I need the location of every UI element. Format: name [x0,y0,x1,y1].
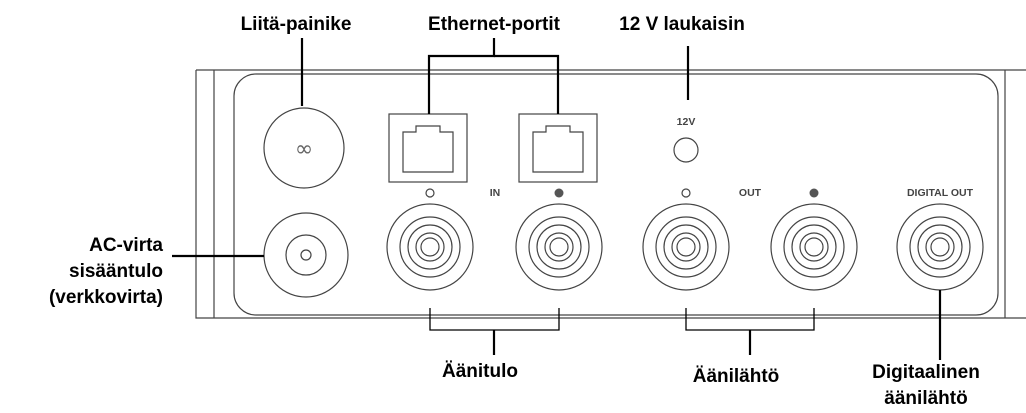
callout-digital-out-line1: Digitaalinen [872,362,980,383]
rca-jack-out-left[interactable] [642,203,730,291]
input-right-marker [554,188,564,198]
callout-audio-out: Äänilähtö [693,366,780,387]
callout-ac-power-line2: sisääntulo [69,261,163,282]
ethernet-port-1[interactable] [388,113,468,183]
input-left-marker [425,188,435,198]
ac-power-inlet[interactable] [263,212,349,298]
callout-digital-out-line2: äänilähtö [884,388,967,409]
rj45-port-icon [402,125,454,173]
output-right-marker [809,188,819,198]
rca-jack-out-right[interactable] [770,203,858,291]
connect-button[interactable]: ∞ [263,107,345,189]
device-body [195,69,1026,319]
callout-ac-power-line3: (verkkovirta) [49,287,163,308]
callout-ac-power-line1: AC-virta [89,235,163,256]
callout-connect-button: Liitä-painike [241,14,352,35]
callout-12v-trigger: 12 V laukaisin [619,14,745,35]
label-12v: 12V [677,116,696,128]
bracket-audio-in [429,308,560,331]
rca-jack-in-left[interactable] [386,203,474,291]
label-out: OUT [739,187,762,199]
trigger-12v-jack[interactable] [673,137,699,163]
output-left-marker [681,188,691,198]
rca-jack-in-right[interactable] [515,203,603,291]
label-in: IN [490,187,501,199]
rca-jack-digital-out[interactable] [896,203,984,291]
rj45-port-icon [532,125,584,173]
label-digital-out: DIGITAL OUT [907,187,974,199]
callout-ethernet-ports: Ethernet-portit [428,14,561,35]
ethernet-port-2[interactable] [518,113,598,183]
leader-ethernet-2 [494,54,560,114]
bracket-audio-out [685,308,815,331]
rear-panel-inset [233,73,999,316]
callout-audio-in: Äänitulo [442,361,518,382]
infinity-icon: ∞ [295,137,313,162]
leader-ethernet-1 [427,38,496,114]
